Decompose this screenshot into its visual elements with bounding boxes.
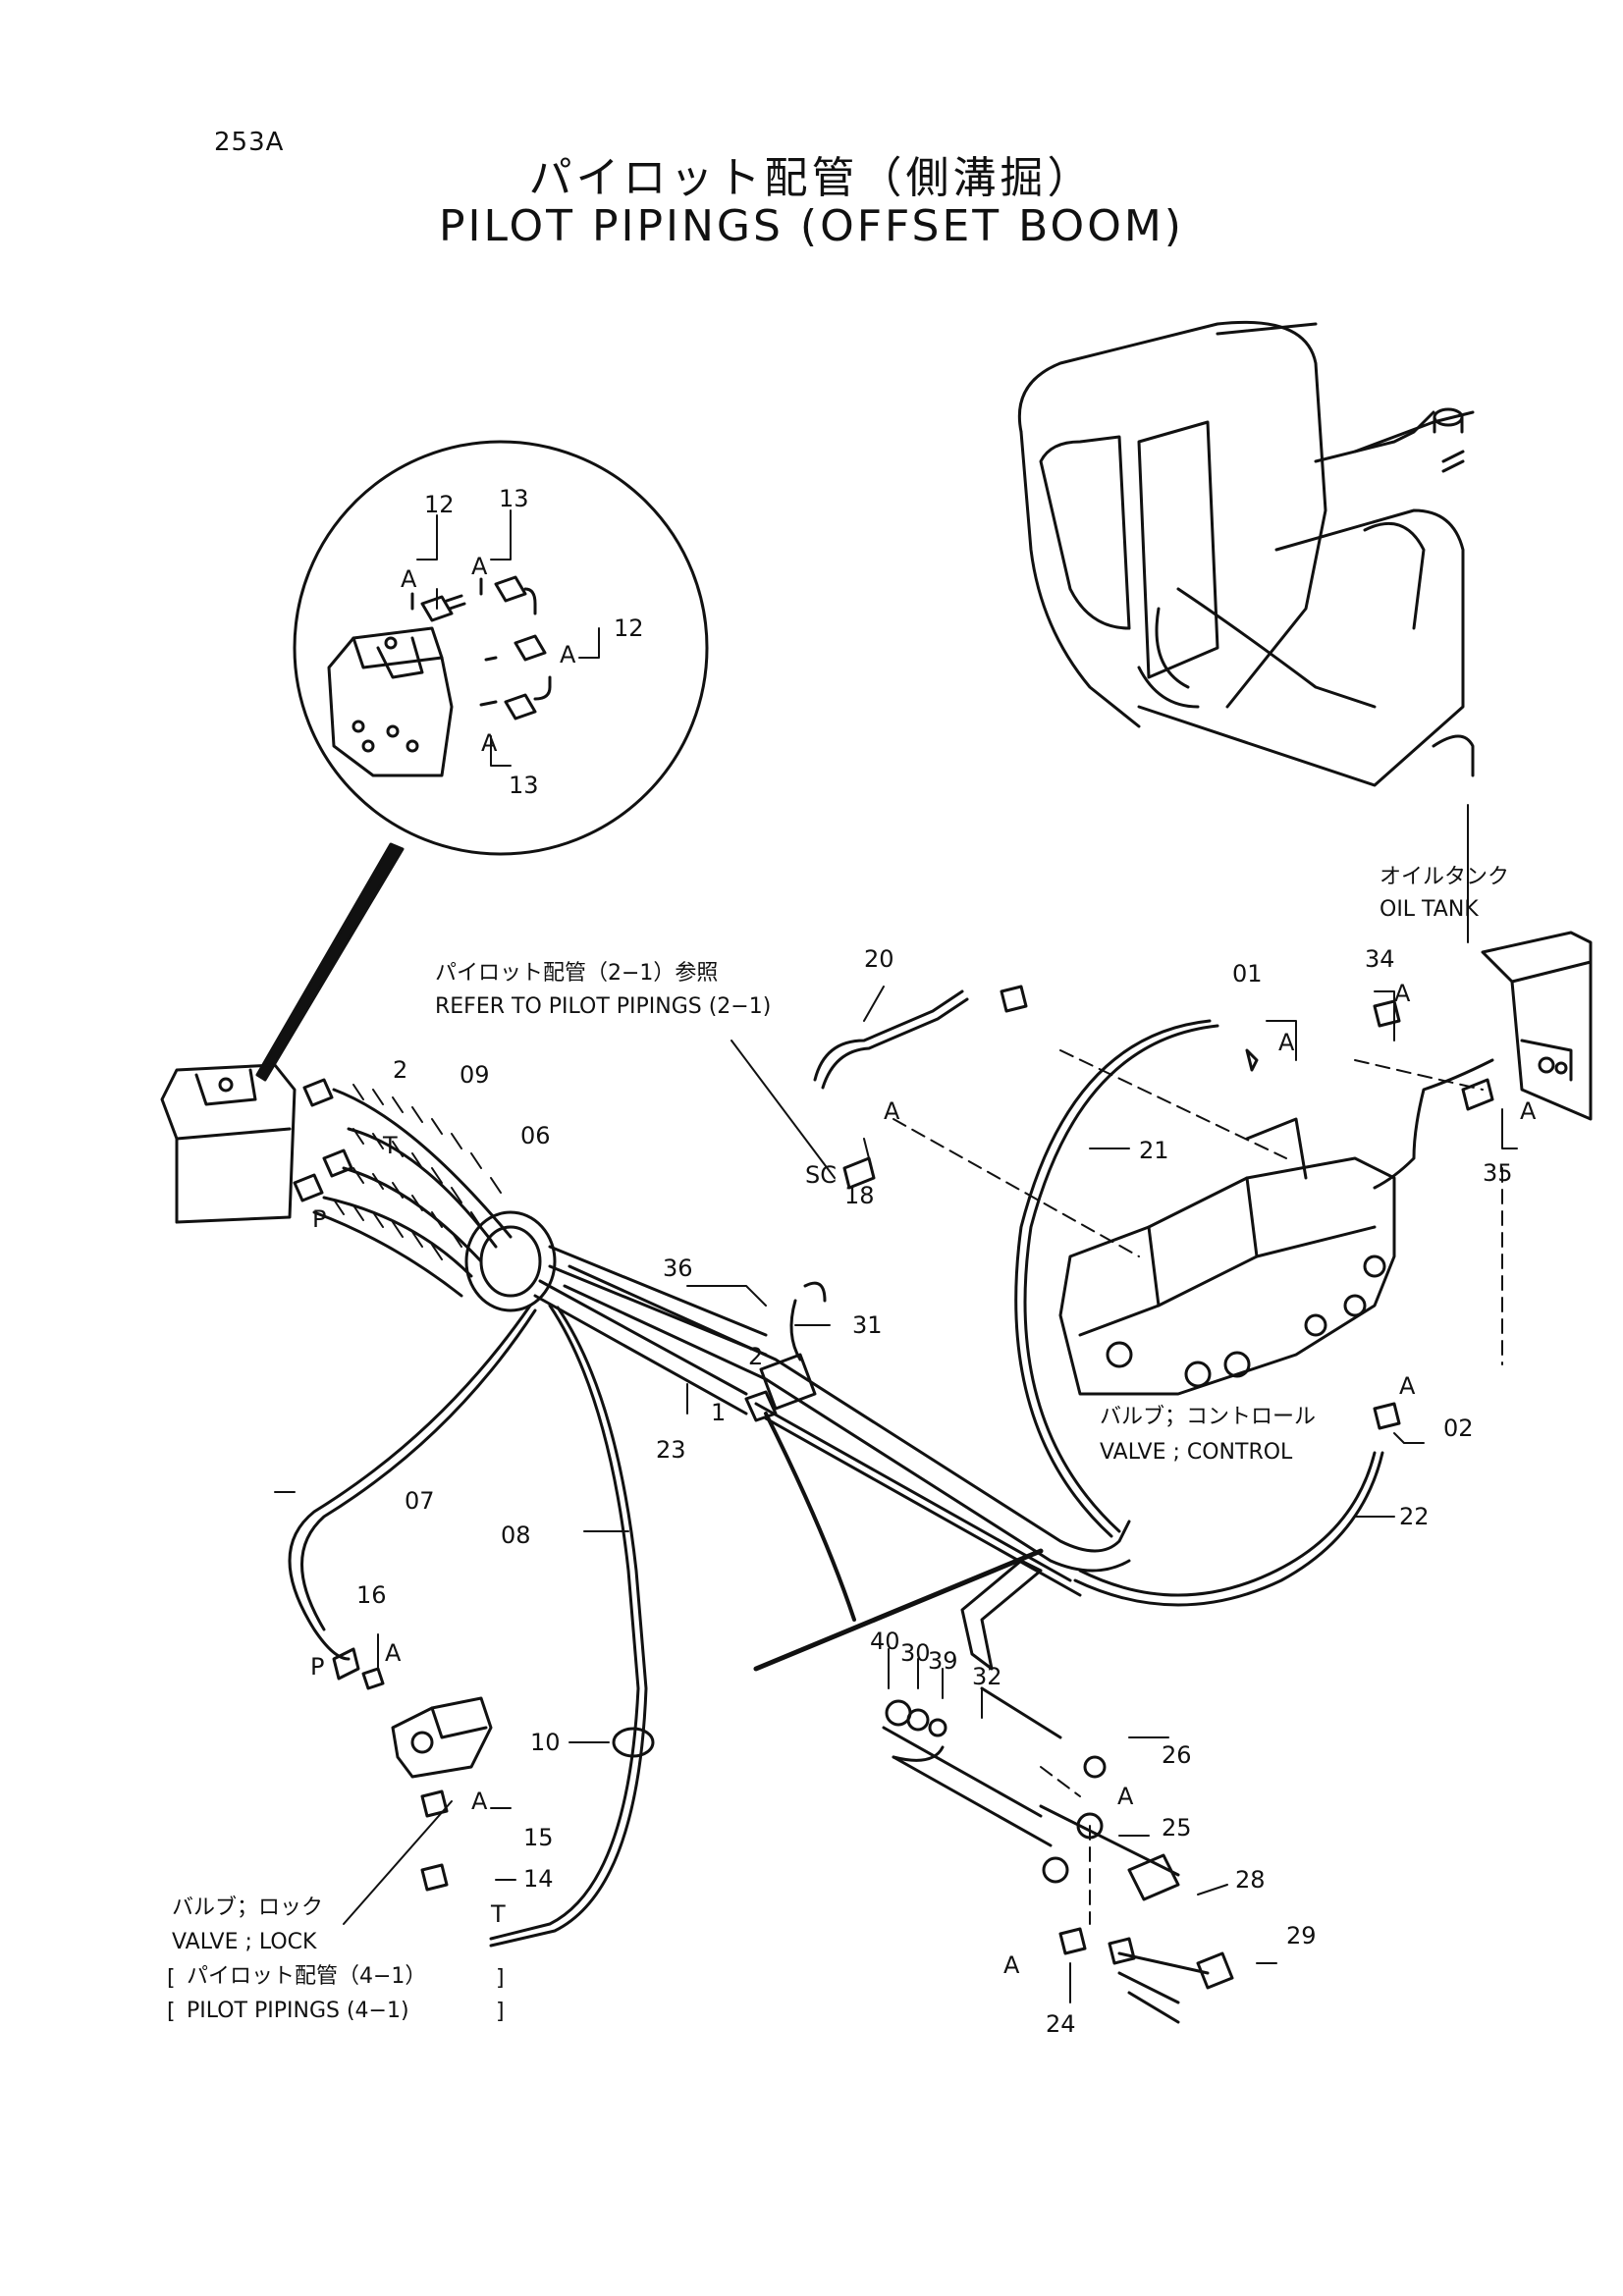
- port-sc-label: SC: [805, 1161, 837, 1189]
- part-02-label: 02: [1443, 1415, 1474, 1442]
- port-a-label: A: [481, 729, 498, 757]
- svg-text:]: ]: [496, 2000, 505, 2024]
- svg-text:[: [: [167, 1966, 176, 1991]
- part-29-label: 29: [1286, 1922, 1317, 1949]
- part-22-label: 22: [1399, 1503, 1430, 1530]
- port-a-label: A: [385, 1639, 402, 1667]
- valve-control-jp-note: バルブ；コントロール: [1100, 1405, 1316, 1429]
- part-20-label: 20: [864, 945, 894, 973]
- valve-lock-en-note: VALVE ; LOCK: [172, 1930, 317, 1954]
- detail-magnifier: [293, 440, 709, 856]
- lower-detail-parts: [882, 1559, 1234, 2024]
- port-a-label: A: [471, 553, 488, 580]
- part-10-label: 10: [530, 1729, 561, 1756]
- part-39-label: 39: [928, 1647, 958, 1675]
- svg-text:[: [: [167, 2000, 176, 2024]
- refer-en-note: REFER TO PILOT PIPINGS (2−1): [435, 994, 771, 1019]
- part-13-label: 13: [499, 485, 529, 512]
- part-40-label: 40: [870, 1628, 900, 1655]
- port-t-label: T: [490, 1900, 506, 1928]
- part-07-label: 07: [405, 1487, 435, 1515]
- part-01-label: 01: [1232, 960, 1263, 988]
- part-12-label: 12: [424, 491, 455, 518]
- part-26-label: 26: [1162, 1741, 1192, 1769]
- part-14-label: 14: [523, 1865, 554, 1893]
- page-number: 253A: [214, 128, 285, 157]
- oil-tank-jp-note: オイルタンク: [1380, 865, 1509, 889]
- port-a-label: A: [1394, 980, 1411, 1007]
- title-english: PILOT PIPINGS (OFFSET BOOM): [439, 201, 1184, 251]
- part-23-label: 23: [656, 1436, 686, 1464]
- part-32-label: 32: [972, 1663, 1002, 1690]
- port-a-label: A: [401, 565, 417, 593]
- part-31-label: 31: [852, 1311, 883, 1339]
- part-21-label: 21: [1139, 1137, 1169, 1164]
- port-a-label: A: [884, 1097, 900, 1125]
- port-a-label: A: [1117, 1783, 1134, 1810]
- part-30-label: 30: [900, 1639, 931, 1667]
- port-t-label: T: [382, 1132, 398, 1159]
- excavator-cab-drawing: [1017, 320, 1475, 787]
- hose-08: [489, 1304, 640, 1941]
- part-08-label: 08: [501, 1522, 531, 1549]
- pilot-valve-body: [160, 1063, 297, 1224]
- port-p-label: P: [312, 1205, 326, 1233]
- leader-lines: [274, 509, 1518, 2003]
- fittings: [332, 985, 1494, 1892]
- valve-control-en-note: VALVE ; CONTROL: [1100, 1440, 1293, 1465]
- part-25-label: 25: [1162, 1814, 1192, 1842]
- port-a-label: A: [560, 641, 576, 668]
- port-a-label: A: [1278, 1029, 1295, 1056]
- hose-07: [288, 1304, 532, 1661]
- port-2-label: 2: [748, 1343, 763, 1370]
- valve-lock-jp-note: バルブ；ロック: [172, 1896, 323, 1920]
- title-japanese: パイロット配管（側溝掘）: [528, 153, 1095, 203]
- lock-valve-body: [391, 1696, 493, 1779]
- control-valve-body: [1058, 1117, 1396, 1396]
- port-p-label: P: [310, 1653, 324, 1681]
- part-36-label: 36: [663, 1255, 693, 1282]
- junction-block-31: [744, 1281, 827, 1422]
- port-1-label: 1: [711, 1399, 726, 1426]
- oil-tank-drawing: [1373, 931, 1593, 1190]
- hose-22: [1078, 1451, 1377, 1597]
- magnifier-pointer: [255, 842, 405, 1082]
- part-15-label: 15: [523, 1824, 554, 1851]
- pilot4-en-note: PILOT PIPINGS (4−1): [187, 1999, 409, 2023]
- part-28-label: 28: [1235, 1866, 1266, 1894]
- oil-tank-en-note: OIL TANK: [1380, 897, 1479, 922]
- part-06-label: 06: [520, 1122, 551, 1149]
- pilot4-jp-note: パイロット配管（4−1）: [187, 1964, 426, 1989]
- dashed-guides: [893, 1049, 1503, 1925]
- port-a-label: A: [1003, 1951, 1020, 1979]
- svg-text:]: ]: [496, 1966, 505, 1991]
- refer-jp-note: パイロット配管（2−1）参照: [435, 961, 718, 986]
- part-16-label: 16: [356, 1581, 387, 1609]
- port-a-label: A: [1520, 1097, 1537, 1125]
- line-36: [568, 1264, 1131, 1553]
- part-34-label: 34: [1365, 945, 1395, 973]
- part-18-label: 18: [844, 1182, 875, 1209]
- part-24-label: 24: [1046, 2010, 1076, 2038]
- part-13-label: 13: [509, 772, 539, 799]
- port-a-label: A: [471, 1788, 488, 1815]
- hose-20: [813, 989, 964, 1082]
- port-a-label: A: [1399, 1372, 1416, 1400]
- part-09-label: 09: [460, 1061, 490, 1089]
- port-2-label: 2: [393, 1056, 407, 1084]
- part-35-label: 35: [1483, 1159, 1513, 1187]
- hose-21: [1023, 1024, 1219, 1533]
- clamp-10: [612, 1727, 655, 1758]
- part-12-label: 12: [614, 614, 644, 642]
